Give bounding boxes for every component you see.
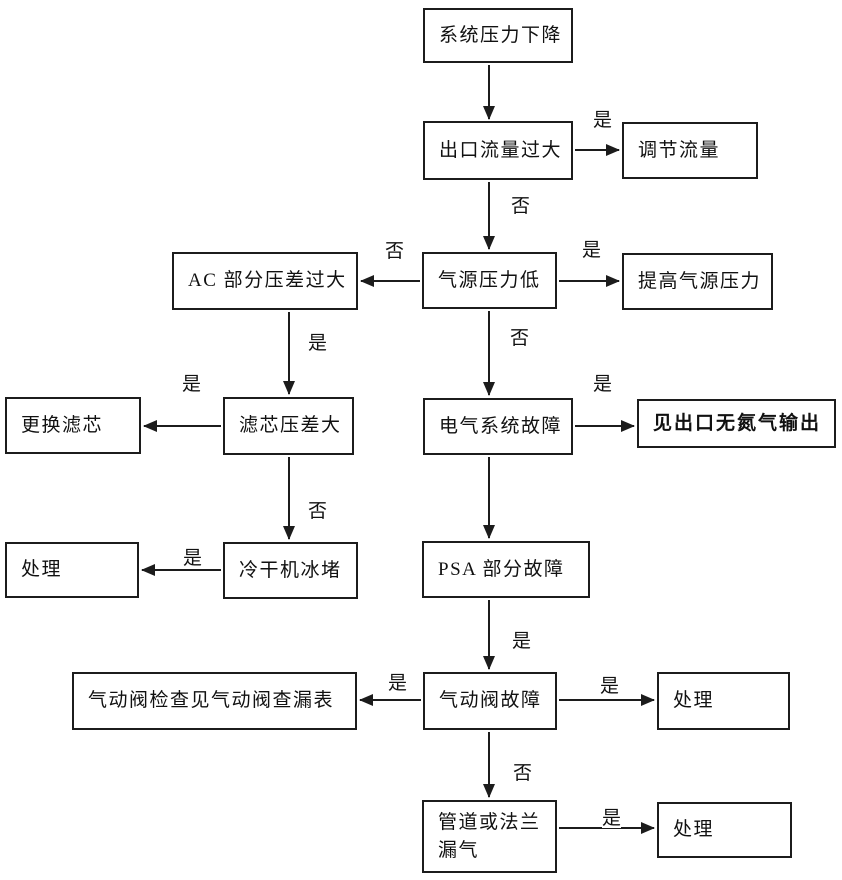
node-ac-section-dp-too-high: AC 部分压差过大: [172, 252, 358, 310]
node-label: 系统压力下降: [439, 24, 563, 46]
node-label: 管道或法兰 漏气: [438, 811, 541, 861]
node-label: 气源压力低: [438, 269, 541, 291]
node-label: 滤芯压差大: [239, 415, 342, 437]
node-label: AC 部分压差过大: [188, 270, 347, 292]
node-handle-2: 处理: [657, 672, 790, 730]
node-label: 出口流量过大: [439, 139, 563, 161]
node-system-pressure-drop: 系统压力下降: [423, 8, 573, 63]
node-label: 提高气源压力: [638, 270, 762, 292]
edge-label-no: 否: [511, 196, 531, 217]
node-dryer-ice-blockage: 冷干机冰堵: [223, 542, 358, 599]
node-handle-1: 处理: [5, 542, 139, 598]
node-label: 更换滤芯: [21, 414, 104, 436]
node-label: 处理: [673, 819, 715, 841]
node-label: 电气系统故障: [439, 415, 563, 437]
edge-label-yes: 是: [388, 673, 408, 694]
edge-label-no: 否: [513, 763, 533, 784]
node-label: 气动阀检查见气动阀查漏表: [88, 690, 335, 712]
node-replace-filter-element: 更换滤芯: [5, 397, 141, 454]
node-adjust-flow: 调节流量: [622, 122, 758, 179]
node-air-supply-pressure-low: 气源压力低: [422, 252, 557, 309]
node-pipe-or-flange-leak: 管道或法兰 漏气: [422, 800, 557, 873]
edge-label-no: 否: [308, 501, 328, 522]
node-psa-section-fault: PSA 部分故障: [422, 541, 590, 598]
node-label: 冷干机冰堵: [239, 559, 342, 581]
edge-label-yes: 是: [182, 374, 202, 395]
node-pneumatic-valve-check-table: 气动阀检查见气动阀查漏表: [72, 672, 357, 730]
node-filter-dp-high: 滤芯压差大: [223, 397, 354, 455]
node-raise-air-supply-pressure: 提高气源压力: [622, 253, 773, 310]
edge-label-yes: 是: [600, 676, 620, 697]
node-label: 处理: [21, 559, 63, 581]
edge-label-yes: 是: [582, 240, 602, 261]
edge-label-yes: 是: [593, 374, 613, 395]
edge-label-yes: 是: [308, 333, 328, 354]
node-handle-3: 处理: [657, 802, 792, 858]
edge-label-yes: 是: [593, 110, 613, 131]
edge-label-no: 否: [385, 241, 405, 262]
node-see-no-nitrogen-output: 见出口无氮气输出: [637, 399, 836, 448]
edge-label-yes: 是: [602, 808, 622, 829]
node-label: 处理: [673, 690, 715, 712]
node-label: 调节流量: [638, 139, 721, 161]
edge-label-yes: 是: [512, 631, 532, 652]
edge-label-yes: 是: [183, 548, 203, 569]
node-electrical-system-fault: 电气系统故障: [423, 398, 573, 455]
node-pneumatic-valve-fault: 气动阀故障: [423, 672, 557, 730]
node-label: 见出口无氮气输出: [653, 412, 822, 434]
node-outlet-flow-too-high: 出口流量过大: [423, 121, 573, 180]
node-label: PSA 部分故障: [438, 558, 565, 580]
node-label: 气动阀故障: [439, 690, 542, 712]
edge-label-no: 否: [510, 328, 530, 349]
